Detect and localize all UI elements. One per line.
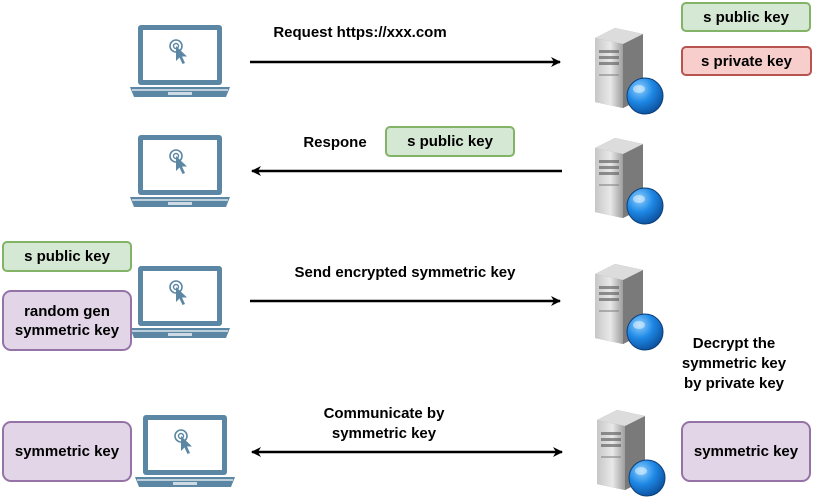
response-label: Respone xyxy=(303,134,367,151)
client-laptop-icon xyxy=(129,134,231,208)
response-public-key-tag: s public key xyxy=(385,126,515,157)
server-tower-icon xyxy=(596,409,666,497)
server-public-key-tag: s public key xyxy=(681,2,811,32)
client-symmetric-key-tag: symmetric key xyxy=(2,421,132,482)
client-public-key-tag: s public key xyxy=(2,241,132,272)
server-tower-icon xyxy=(594,137,664,225)
client-laptop-icon xyxy=(134,414,236,488)
client-laptop-icon xyxy=(129,265,231,339)
server-tower-icon xyxy=(594,263,664,351)
communicate-label-line1: Communicate by xyxy=(323,405,445,422)
random-key-line1: random gen xyxy=(24,302,110,320)
communicate-label-line2: symmetric key xyxy=(331,425,437,442)
request-label: Request https://xxx.com xyxy=(273,24,447,41)
decrypt-note-line1: Decrypt the xyxy=(692,335,776,352)
server-tower-icon xyxy=(594,27,664,115)
random-key-line2: symmetric key xyxy=(14,321,120,339)
random-symmetric-key-tag: random gen symmetric key xyxy=(2,290,132,351)
server-private-key-tag: s private key xyxy=(681,46,812,76)
client-laptop-icon xyxy=(129,24,231,98)
server-symmetric-key-tag: symmetric key xyxy=(681,421,811,482)
send-label: Send encrypted symmetric key xyxy=(294,264,516,281)
decrypt-note-line2: symmetric key xyxy=(681,355,787,372)
decrypt-note-line3: by private key xyxy=(683,375,785,392)
